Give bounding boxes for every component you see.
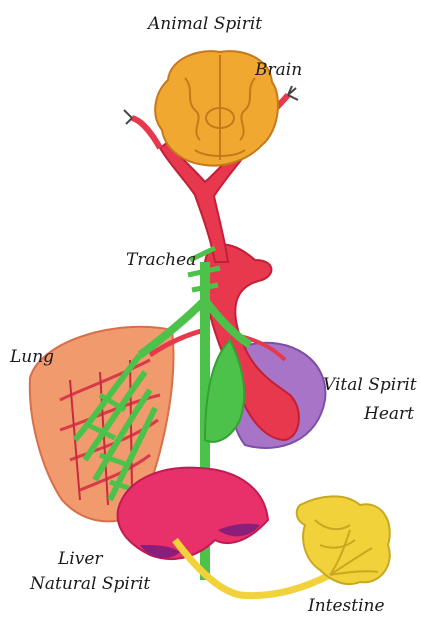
label-trachea: Trachea	[126, 252, 196, 269]
label-brain: Brain	[255, 62, 302, 79]
label-vital-spirit: Vital Spirit	[323, 377, 417, 394]
label-heart: Heart	[364, 406, 414, 423]
label-animal-spirit: Animal Spirit	[148, 16, 262, 33]
liver	[118, 468, 268, 559]
label-liver: Liver	[58, 551, 103, 568]
label-intestine: Intestine	[308, 598, 385, 615]
label-lung: Lung	[10, 349, 54, 366]
label-natural-spirit: Natural Spirit	[30, 576, 150, 593]
